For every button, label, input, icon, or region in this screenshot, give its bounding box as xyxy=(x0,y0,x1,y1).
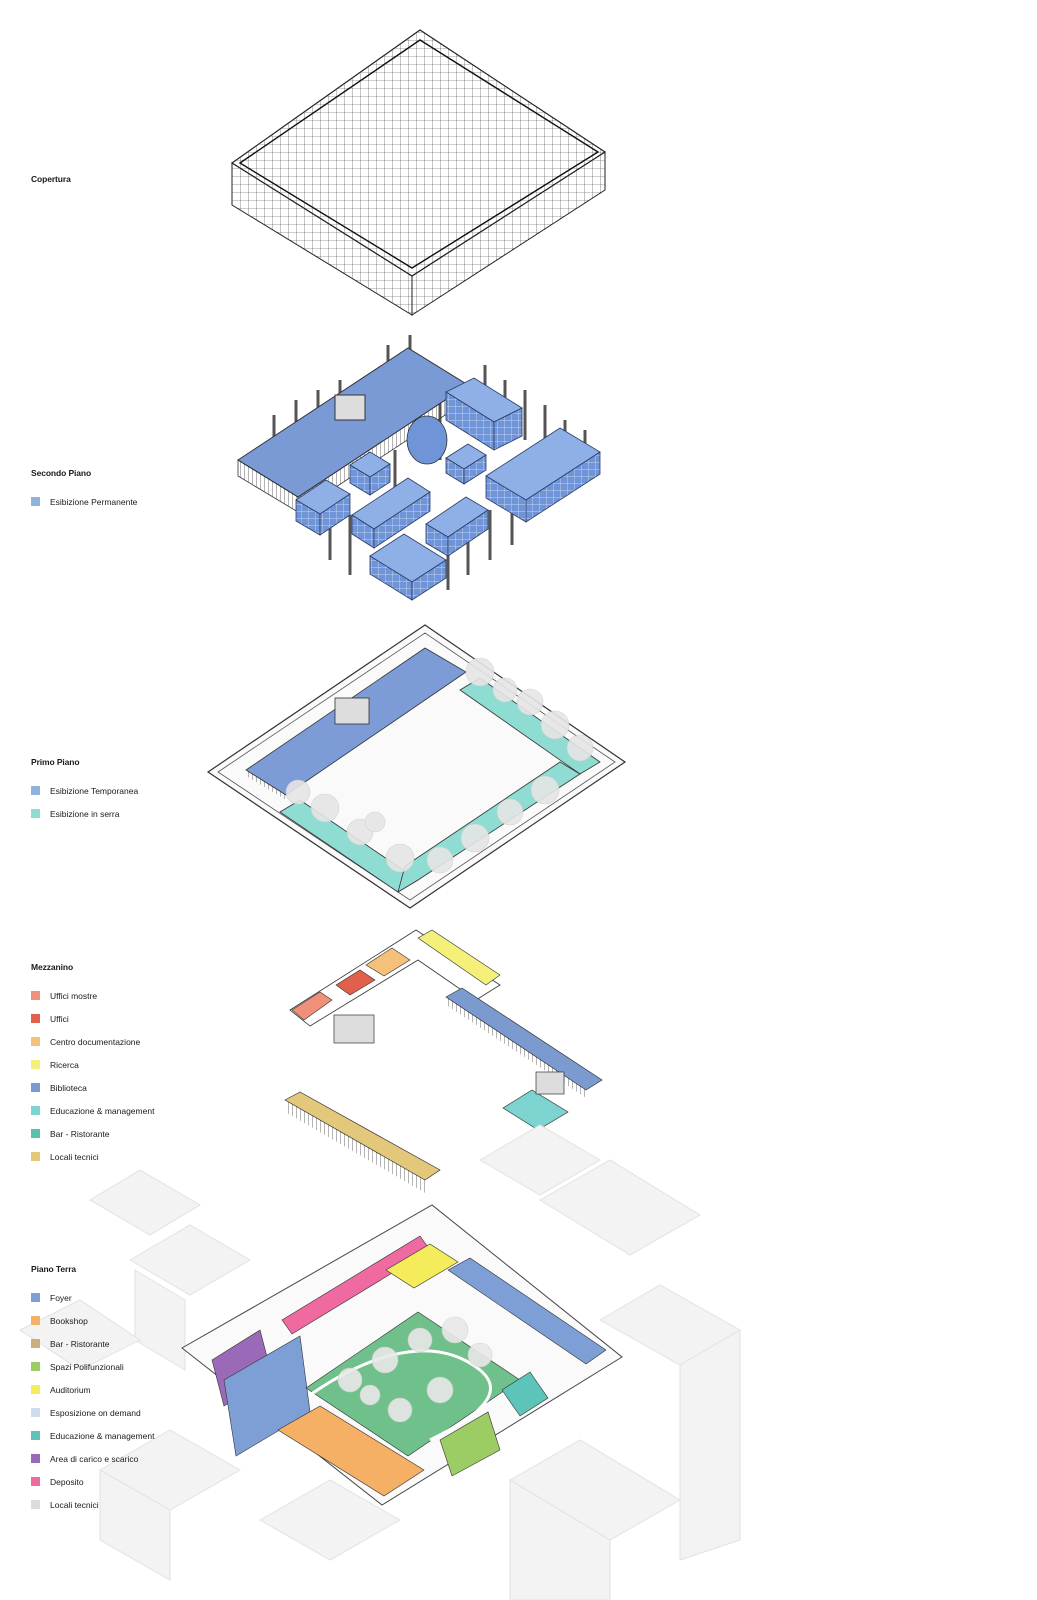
color-swatch xyxy=(31,1431,40,1440)
legend-item: Ricerca xyxy=(31,1053,231,1076)
legend-label: Biblioteca xyxy=(50,1082,87,1093)
color-swatch xyxy=(31,1316,40,1325)
level-title: Mezzanino xyxy=(31,962,74,972)
level-title: Secondo Piano xyxy=(31,468,92,478)
legend-mezzanino: Mezzanino Uffici mostre Uffici Centro do… xyxy=(31,962,231,1168)
legend-label: Educazione & management xyxy=(50,1105,155,1116)
legend-item: Uffici mostre xyxy=(31,984,231,1007)
legend-label: Spazi Polifunzionali xyxy=(50,1361,124,1372)
legend-item: Bookshop xyxy=(31,1309,231,1332)
legend-label: Auditorium xyxy=(50,1384,91,1395)
legend-item: Educazione & management xyxy=(31,1424,231,1447)
legend-item: Biblioteca xyxy=(31,1076,231,1099)
legend-label: Bookshop xyxy=(50,1315,88,1326)
color-swatch xyxy=(31,1014,40,1023)
level-title: Primo Piano xyxy=(31,757,80,767)
color-swatch xyxy=(31,991,40,1000)
level-title: Piano Terra xyxy=(31,1264,77,1274)
legend-item: Locali tecnici xyxy=(31,1493,231,1516)
legend-item: Esibizione in serra xyxy=(31,802,231,825)
legend-item: Bar - Ristorante xyxy=(31,1332,231,1355)
legend-label: Bar - Ristorante xyxy=(50,1128,110,1139)
legend-piano-terra: Piano Terra Foyer Bookshop Bar - Ristora… xyxy=(31,1264,231,1516)
color-swatch xyxy=(31,1339,40,1348)
legend-item: Educazione & management xyxy=(31,1099,231,1122)
color-swatch xyxy=(31,786,40,795)
legend-label: Deposito xyxy=(50,1476,84,1487)
level-title: Copertura xyxy=(31,174,71,184)
color-swatch xyxy=(31,497,40,506)
color-swatch xyxy=(31,1293,40,1302)
color-swatch xyxy=(31,1500,40,1509)
legend-label: Locali tecnici xyxy=(50,1499,99,1510)
color-swatch xyxy=(31,1477,40,1486)
legend-item: Bar - Ristorante xyxy=(31,1122,231,1145)
legend-item: Area di carico e scarico xyxy=(31,1447,231,1470)
mezzanine-drawing xyxy=(284,929,603,1193)
legend-label: Ricerca xyxy=(50,1059,79,1070)
legend-item: Spazi Polifunzionali xyxy=(31,1355,231,1378)
legend-copertura: Copertura xyxy=(31,174,231,196)
legend-item: Esposizione on demand xyxy=(31,1401,231,1424)
legend-label: Locali tecnici xyxy=(50,1151,99,1162)
legend-item: Deposito xyxy=(31,1470,231,1493)
color-swatch xyxy=(31,1083,40,1092)
legend-label: Esibizione in serra xyxy=(50,808,120,819)
legend-label: Foyer xyxy=(50,1292,72,1303)
color-swatch xyxy=(31,1385,40,1394)
legend-label: Centro documentazione xyxy=(50,1036,141,1047)
legend-label: Esibizione Temporanea xyxy=(50,785,139,796)
legend-label: Area di carico e scarico xyxy=(50,1453,139,1464)
first-floor-drawing xyxy=(206,624,627,909)
roof-level-drawing xyxy=(230,29,607,316)
color-swatch xyxy=(31,1362,40,1371)
legend-label: Esibizione Permanente xyxy=(50,496,138,507)
legend-item: Uffici xyxy=(31,1007,231,1030)
color-swatch xyxy=(31,809,40,818)
legend-label: Educazione & management xyxy=(50,1430,155,1441)
legend-item: Centro documentazione xyxy=(31,1030,231,1053)
legend-label: Bar - Ristorante xyxy=(50,1338,110,1349)
legend-item: Esibizione Permanente xyxy=(31,490,231,513)
legend-secondo-piano: Secondo Piano Esibizione Permanente xyxy=(31,468,231,513)
color-swatch xyxy=(31,1129,40,1138)
color-swatch xyxy=(31,1152,40,1161)
color-swatch xyxy=(31,1037,40,1046)
legend-primo-piano: Primo Piano Esibizione Temporanea Esibiz… xyxy=(31,757,231,825)
color-swatch xyxy=(31,1454,40,1463)
legend-item: Foyer xyxy=(31,1286,231,1309)
legend-label: Esposizione on demand xyxy=(50,1407,141,1418)
legend-item: Esibizione Temporanea xyxy=(31,779,231,802)
legend-label: Uffici mostre xyxy=(50,990,98,1001)
color-swatch xyxy=(31,1060,40,1069)
color-swatch xyxy=(31,1408,40,1417)
legend-item: Locali tecnici xyxy=(31,1145,231,1168)
color-swatch xyxy=(31,1106,40,1115)
second-floor-drawing xyxy=(237,335,601,601)
legend-label: Uffici xyxy=(50,1013,69,1024)
ground-floor-drawing xyxy=(19,1124,742,1600)
legend-item: Auditorium xyxy=(31,1378,231,1401)
